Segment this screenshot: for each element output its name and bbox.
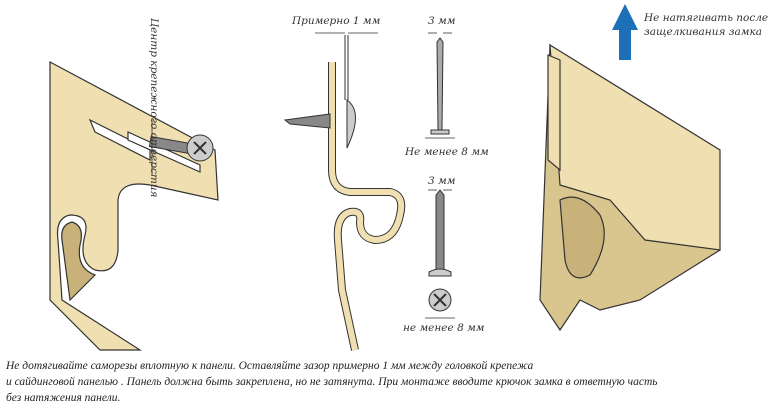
nail-head-label: Не менее 8 мм bbox=[405, 146, 489, 158]
no-tension-label-1: Не натягивать после bbox=[644, 12, 769, 24]
panel-left-illustration bbox=[49, 61, 219, 351]
caption-line: и сайдинговой панелью . Панель должна бы… bbox=[6, 376, 658, 388]
caption-line: Не дотягивайте саморезы вплотную к панел… bbox=[6, 360, 534, 372]
caption-line: без натяжения панели. bbox=[6, 392, 121, 404]
screw-vertical-illustration bbox=[428, 189, 452, 312]
screw-diameter-label: 3 мм bbox=[428, 175, 456, 187]
screw-profile bbox=[283, 35, 356, 149]
caption: Не дотягивайте саморезы вплотную к панел… bbox=[6, 358, 658, 406]
screw-head-label: не менее 8 мм bbox=[403, 322, 485, 334]
screw-in-panel bbox=[148, 134, 214, 162]
approx-1mm-label: Примерно 1 мм bbox=[292, 15, 381, 27]
nail-diameter-label: 3 мм bbox=[428, 15, 456, 27]
up-arrow-icon bbox=[612, 4, 638, 60]
nail-illustration bbox=[425, 37, 455, 139]
panel-profile-illustration bbox=[328, 62, 406, 351]
panel-right-illustration bbox=[539, 43, 721, 332]
no-tension-label-2: защелкивания замка bbox=[644, 26, 762, 38]
dimension-lines bbox=[151, 32, 455, 319]
hole-center-label: Центр крепежного отверстия bbox=[148, 18, 160, 198]
